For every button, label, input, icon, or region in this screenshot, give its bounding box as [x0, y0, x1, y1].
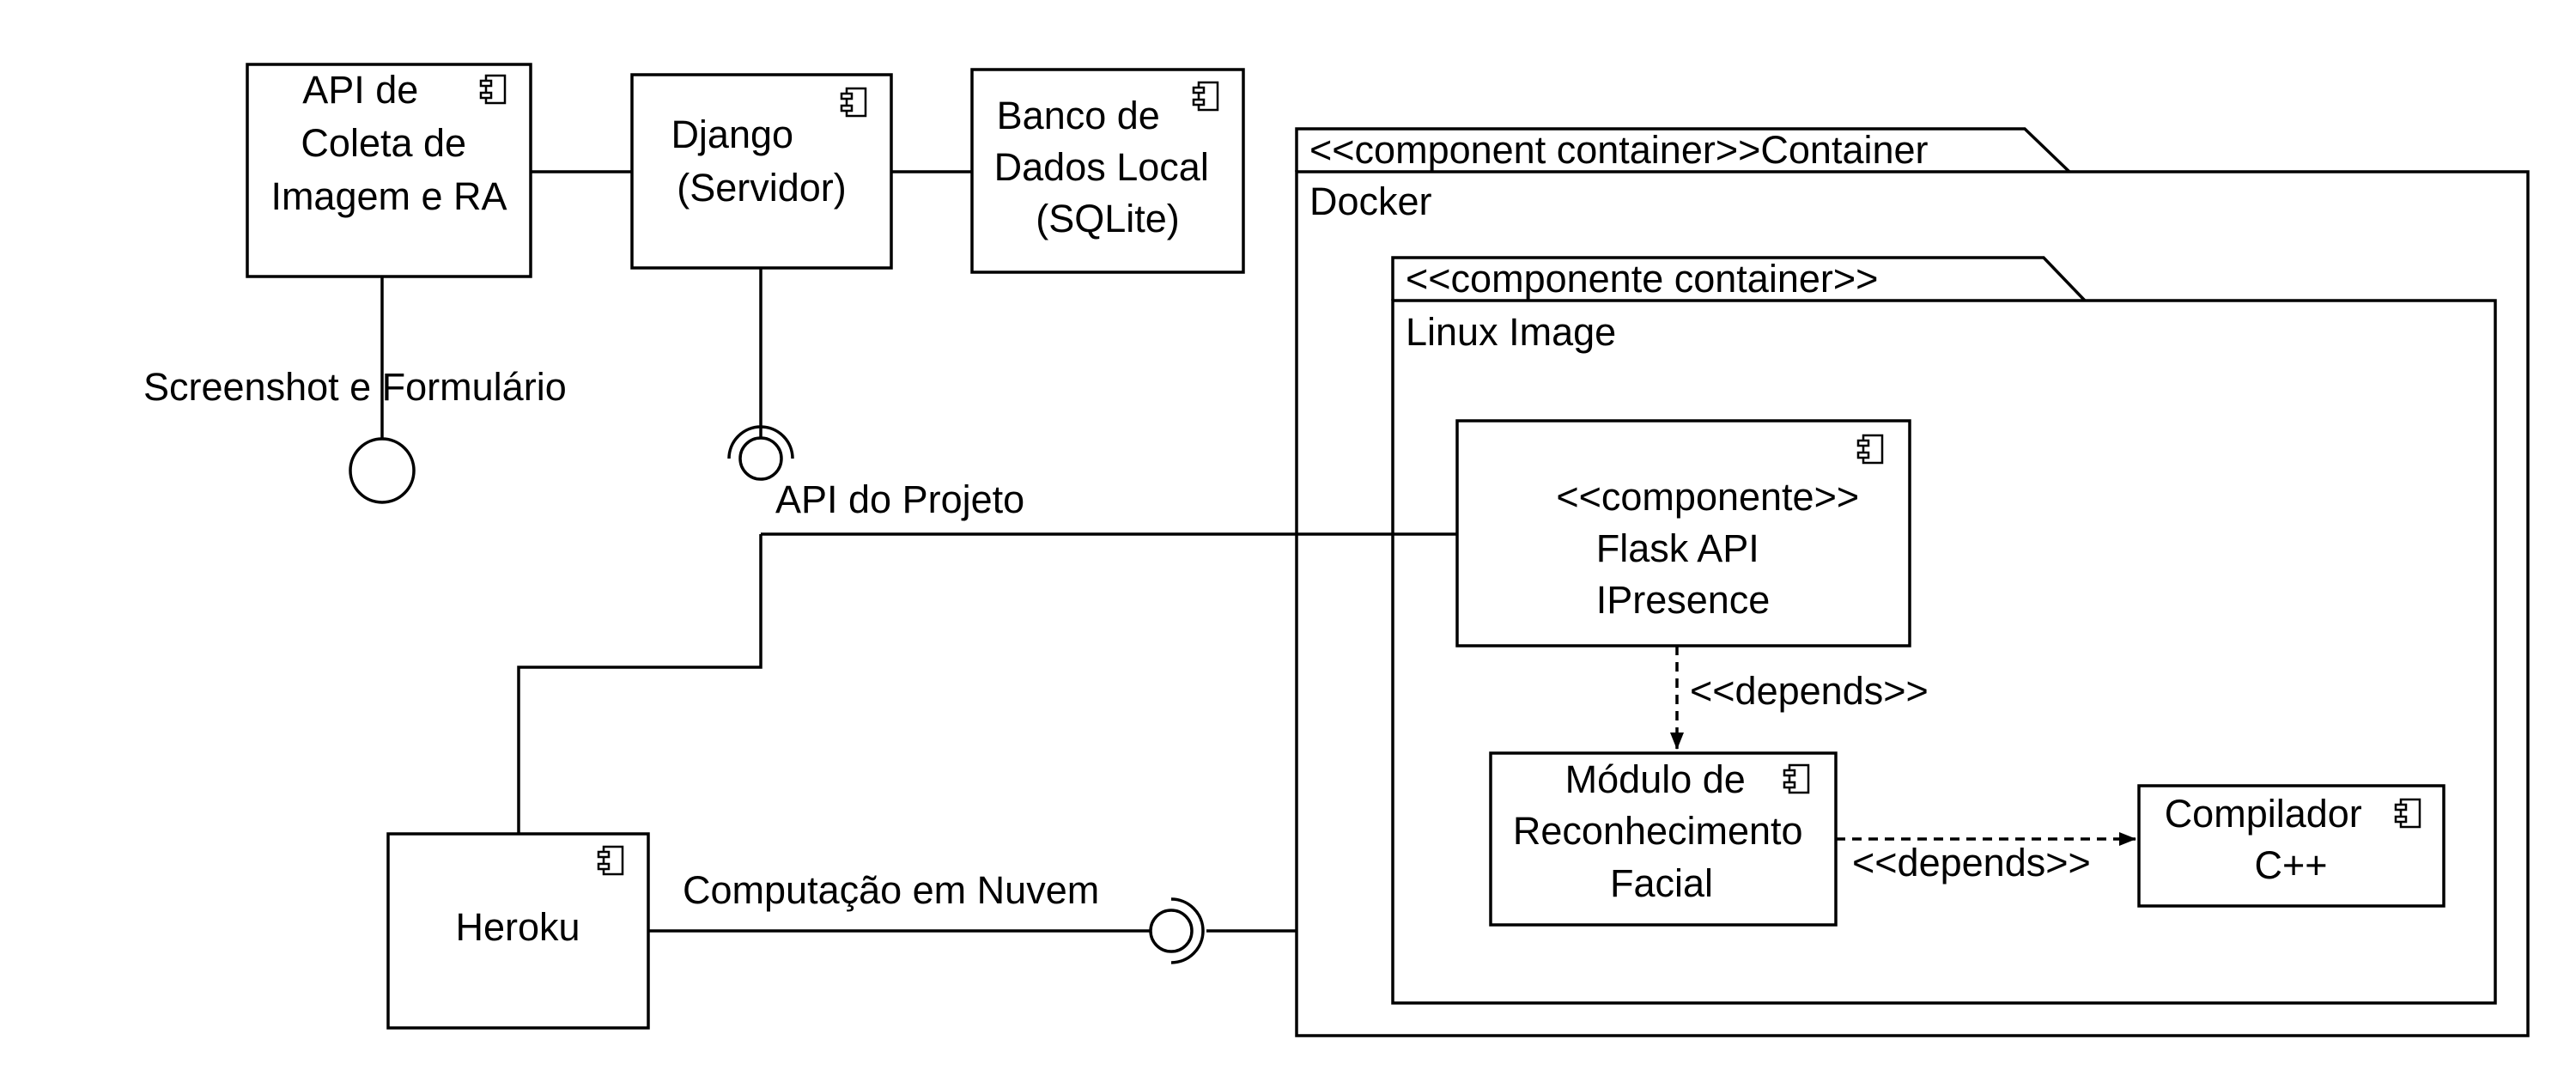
banco-label-line: Banco de: [997, 94, 1160, 137]
django-label-line: (Servidor): [677, 166, 847, 210]
connectors: [380, 170, 1457, 933]
svg-text:Heroku: Heroku: [455, 905, 580, 949]
linux-image-container-name: Linux Image: [1406, 310, 1616, 354]
compilador-label-line: C++: [2254, 843, 2327, 887]
api-coleta-label-line: Imagem e RA: [270, 174, 507, 218]
django-label-line: Django: [671, 112, 793, 156]
connector-api-projeto-heroku: [517, 534, 762, 834]
modulo-label-line: Reconhecimento: [1513, 809, 1803, 853]
computacao-interface: [1149, 897, 1205, 964]
api-projeto-required-interface-icon: [727, 425, 794, 459]
modulo-component: Módulo de Reconhecimento Facial: [1489, 751, 1838, 927]
api-projeto-interface-label: API do Projeto: [775, 477, 1024, 521]
computacao-interface-label: Computação em Nuvem: [683, 868, 1099, 912]
compilador-component: Compilador C++: [2137, 784, 2445, 908]
api-coleta-component: API de Coleta de Imagem e RA: [246, 63, 532, 278]
banco-label-line: Dados Local: [994, 145, 1209, 189]
dependency-flask-modulo-label: <<depends>>: [1690, 669, 1929, 713]
docker-container-tab-label: <<component container>>Container: [1309, 128, 1929, 172]
banco-component: Banco de Dados Local (SQLite): [970, 68, 1245, 274]
svg-text:API de Coleta de I: API de Coleta de Imagem e RA: [270, 68, 507, 218]
svg-text:<<componente>> Flask API: <<componente>> Flask API IPresence: [1556, 475, 1869, 622]
api-coleta-label-line: API de: [302, 68, 418, 112]
api-projeto-interface: [727, 425, 794, 481]
linux-image-container-tab: [1391, 256, 2087, 302]
computacao-provided-interface-icon: [1149, 909, 1194, 953]
django-component: Django (Servidor): [630, 73, 893, 270]
flask-label-line: <<componente>>: [1556, 475, 1859, 519]
heroku-component: Heroku: [386, 832, 650, 1030]
svg-text:Banco de Dados Local: Banco de Dados Local (SQLite): [994, 94, 1220, 240]
docker-container-tab: [1295, 127, 2071, 173]
computacao-required-interface-icon: [1170, 897, 1205, 964]
screenshot-provided-interface-icon: [349, 437, 416, 504]
heroku-label-line: Heroku: [455, 905, 580, 949]
banco-label-line: (SQLite): [1036, 197, 1180, 240]
flask-component: <<componente>> Flask API IPresence: [1455, 419, 1911, 647]
svg-text:Módulo de Reconhecimento: Módulo de Reconhecimento Facial: [1513, 757, 1814, 905]
flask-label-line: Flask API: [1596, 526, 1759, 570]
linux-image-container-tab-label: <<componente container>>: [1406, 257, 1878, 301]
screenshot-interface-label: Screenshot e Formulário: [143, 365, 567, 409]
modulo-label-line: Módulo de: [1565, 757, 1746, 801]
api-projeto-provided-interface-icon: [738, 436, 783, 481]
svg-text:Compilador C++: Compilador C++: [2165, 792, 2373, 887]
svg-text:Django (Servidor): Django (Servidor): [671, 112, 846, 210]
flask-label-line: IPresence: [1596, 578, 1771, 622]
api-coleta-label-line: Coleta de: [301, 121, 466, 165]
dependency-modulo-compilador-label: <<depends>>: [1852, 841, 2091, 885]
compilador-label-line: Compilador: [2165, 792, 2362, 836]
modulo-label-line: Facial: [1610, 861, 1713, 905]
docker-container-name: Docker: [1309, 179, 1432, 223]
